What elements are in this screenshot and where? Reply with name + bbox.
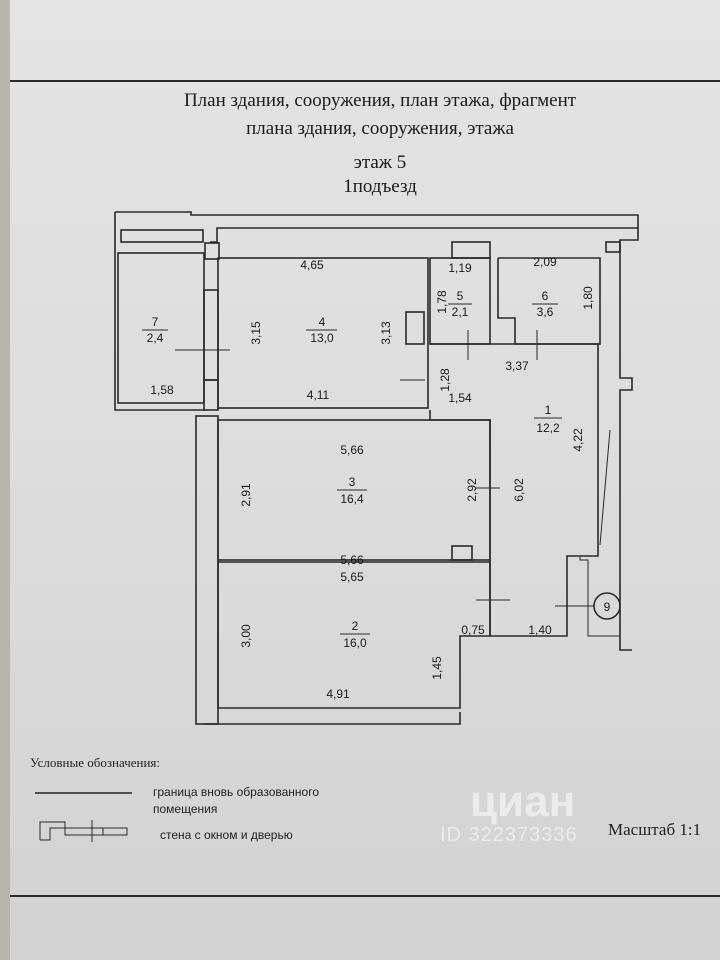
watermark-id: ID 322373336 xyxy=(440,824,578,846)
room-1-label: 1 12,2 xyxy=(534,403,562,435)
room-6-label: 6 3,6 xyxy=(532,289,558,319)
svg-text:2,92: 2,92 xyxy=(465,478,479,502)
svg-text:5,65: 5,65 xyxy=(340,570,364,584)
svg-text:2,09: 2,09 xyxy=(533,255,557,269)
svg-text:9: 9 xyxy=(604,600,611,614)
svg-text:3: 3 xyxy=(349,475,356,489)
legend-wall-symbol xyxy=(39,820,128,842)
svg-text:6,02: 6,02 xyxy=(512,478,526,502)
watermark: циан ID 322373336 xyxy=(440,780,578,847)
svg-text:5: 5 xyxy=(457,289,464,303)
svg-text:3,13: 3,13 xyxy=(379,321,393,345)
svg-text:1,19: 1,19 xyxy=(448,261,472,275)
walls xyxy=(114,211,639,725)
svg-text:5,66: 5,66 xyxy=(340,553,364,567)
svg-text:4,65: 4,65 xyxy=(300,258,324,272)
top-rule xyxy=(10,80,720,82)
svg-text:2,1: 2,1 xyxy=(452,305,469,319)
svg-text:5,66: 5,66 xyxy=(340,443,364,457)
room-5-label: 5 2,1 xyxy=(448,289,472,319)
svg-text:3,6: 3,6 xyxy=(537,305,554,319)
entrance-label: 1подъезд xyxy=(343,176,417,197)
svg-text:1,58: 1,58 xyxy=(150,383,174,397)
room-4-label: 4 13,0 xyxy=(306,315,337,345)
svg-text:3,15: 3,15 xyxy=(249,321,263,345)
scale-label: Масштаб 1:1 xyxy=(608,820,702,839)
svg-text:4,11: 4,11 xyxy=(307,388,330,402)
svg-text:1,78: 1,78 xyxy=(435,290,449,314)
svg-text:12,2: 12,2 xyxy=(536,421,560,435)
svg-text:4,91: 4,91 xyxy=(326,687,350,701)
svg-text:7: 7 xyxy=(152,315,159,329)
svg-text:13,0: 13,0 xyxy=(310,331,334,345)
title-line1: План здания, сооружения, план этажа, фра… xyxy=(183,90,577,111)
bottom-rule xyxy=(10,895,720,897)
legend-title: Условные обозначения: xyxy=(30,755,161,770)
legend-boundary-text-2: помещения xyxy=(153,802,218,816)
svg-text:1,54: 1,54 xyxy=(448,391,472,405)
svg-text:1,40: 1,40 xyxy=(528,623,552,637)
room-3-label: 3 16,4 xyxy=(337,475,367,506)
svg-text:3,37: 3,37 xyxy=(505,359,529,373)
svg-text:1,45: 1,45 xyxy=(430,656,444,680)
photo-edge xyxy=(0,0,10,960)
svg-text:6: 6 xyxy=(542,289,549,303)
svg-text:0,75: 0,75 xyxy=(461,623,485,637)
svg-text:2,4: 2,4 xyxy=(147,331,164,345)
section-marker: 9 xyxy=(593,592,621,620)
svg-text:2,91: 2,91 xyxy=(239,483,253,507)
watermark-brand: циан xyxy=(470,777,576,826)
floor-label: этаж 5 xyxy=(353,152,407,173)
room-2-label: 2 16,0 xyxy=(340,619,370,650)
legend-boundary-text-1: граница вновь образованного xyxy=(153,785,320,799)
title-line2: плана здания, сооружения, этажа xyxy=(246,118,514,139)
svg-text:1,28: 1,28 xyxy=(438,368,452,392)
svg-text:4: 4 xyxy=(319,315,326,329)
svg-text:1: 1 xyxy=(545,403,552,417)
svg-text:1,80: 1,80 xyxy=(581,286,595,310)
svg-text:16,4: 16,4 xyxy=(340,492,364,506)
dimensions: 1,58 4,65 3,15 3,13 4,11 1,19 1,78 2,09 … xyxy=(150,255,595,701)
svg-text:16,0: 16,0 xyxy=(343,636,367,650)
room-7-label: 7 2,4 xyxy=(142,315,168,345)
svg-text:4,22: 4,22 xyxy=(571,428,585,452)
svg-text:3,00: 3,00 xyxy=(239,624,253,648)
legend-wall-text: стена с окном и дверью xyxy=(160,828,293,842)
svg-text:2: 2 xyxy=(352,619,359,633)
